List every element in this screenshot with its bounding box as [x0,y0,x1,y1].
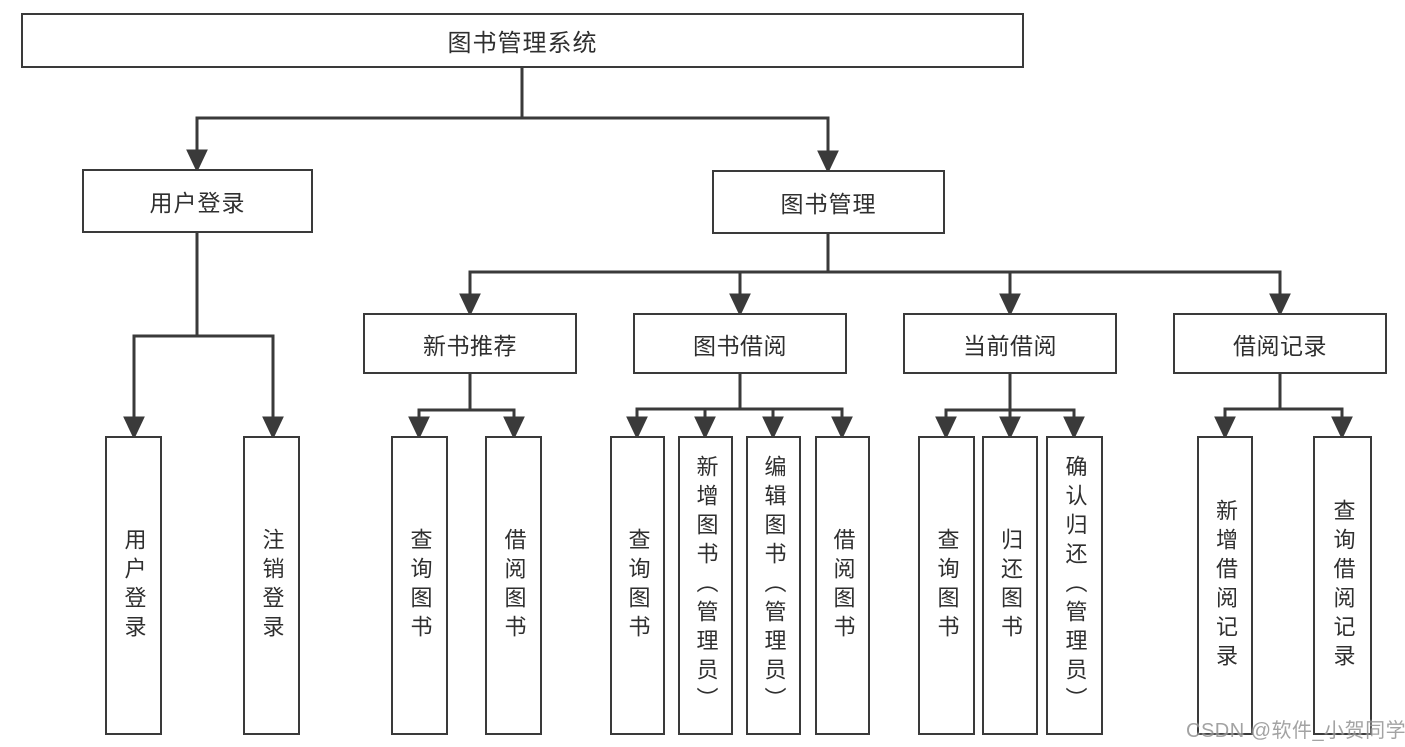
node-label: 当前借阅 [963,332,1057,359]
leaf-query-borrow-record: 查询借阅记录 [1313,436,1372,735]
leaf-query-books-borrow: 查询图书 [610,436,665,735]
leaf-return-books: 归还图书 [982,436,1038,735]
node-label: 查询借阅记录 [1330,498,1356,673]
node-current-borrowing: 当前借阅 [903,313,1117,374]
node-label: 新增借阅记录 [1213,498,1238,673]
node-label: 借阅图书 [501,527,527,644]
node-label: 新书推荐 [423,332,517,359]
node-label: 用户登录 [149,190,246,216]
node-user-login: 用户登录 [82,169,313,233]
node-label: 注销登录 [259,527,285,644]
node-book-borrowing: 图书借阅 [633,313,847,374]
node-label: 图书管理 [780,191,877,217]
leaf-add-borrow-record: 新增借阅记录 [1197,436,1253,735]
leaf-query-books-current: 查询图书 [918,436,975,735]
csdn-watermark: CSDN @软件_小贺同学 [1186,720,1405,742]
leaf-edit-books-admin: 编辑图书（管理员） [746,436,801,735]
node-label: 查询图书 [934,527,960,644]
node-label: 编辑图书（管理员） [761,455,787,716]
node-label: 归还图书 [998,527,1023,644]
node-label: 借阅图书 [830,527,856,644]
node-label: 借阅记录 [1233,332,1327,359]
leaf-user-login: 用户登录 [105,436,162,735]
leaf-borrow-books: 借阅图书 [815,436,870,735]
node-label: 图书管理系统 [447,30,598,57]
leaf-logout: 注销登录 [243,436,300,735]
node-borrowing-records: 借阅记录 [1173,313,1387,374]
node-label: 新增图书（管理员） [693,455,719,716]
leaf-add-books-admin: 新增图书（管理员） [678,436,733,735]
node-label: 用户登录 [121,527,147,644]
node-label: 图书借阅 [693,332,787,359]
node-label: 查询图书 [407,527,433,644]
node-label: 确认归还（管理员） [1062,455,1088,716]
node-label: 查询图书 [625,527,651,644]
leaf-query-books-recommend: 查询图书 [391,436,448,735]
node-root-system: 图书管理系统 [21,13,1024,68]
node-book-management: 图书管理 [712,170,945,234]
leaf-confirm-return-admin: 确认归还（管理员） [1046,436,1103,735]
node-new-book-recommend: 新书推荐 [363,313,577,374]
leaf-borrow-books-recommend: 借阅图书 [485,436,542,735]
